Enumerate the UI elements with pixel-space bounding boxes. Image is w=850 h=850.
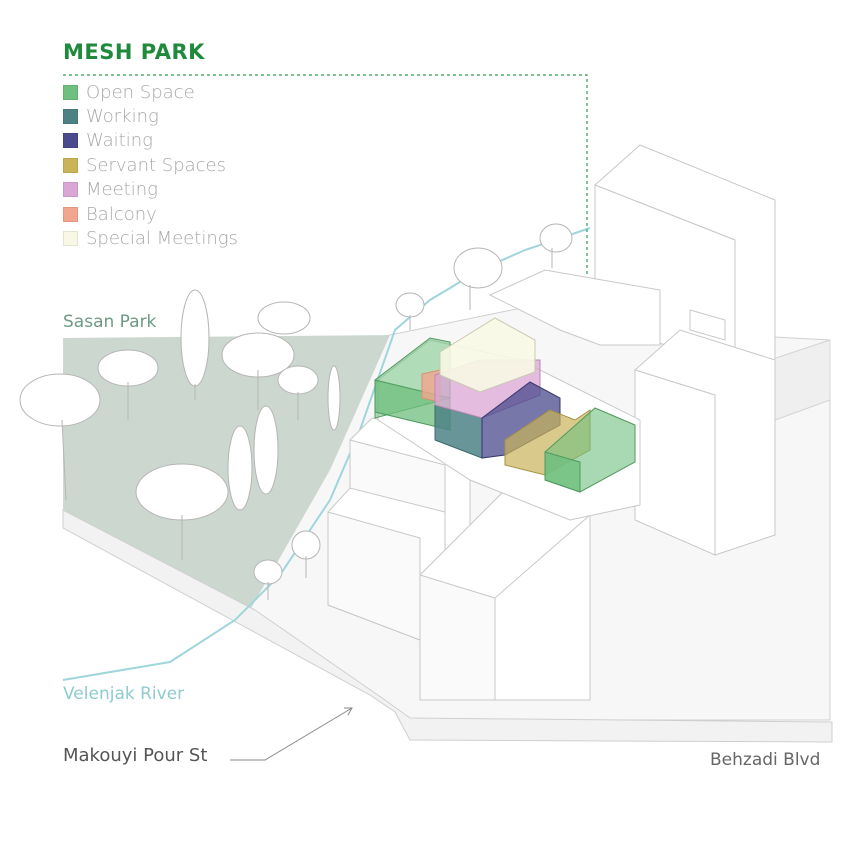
tree-icon [257,301,311,335]
diagram-title: MESH PARK [63,40,205,64]
tree-icon [227,425,253,511]
tree-icon [277,365,319,420]
legend-label: Servant Spaces [86,154,227,176]
title-leader-dashed-line [63,74,588,335]
legend-label: Meeting [86,179,158,201]
tree-icon [539,223,573,268]
legend-item: Special Meetings [63,226,238,250]
block-front-center [419,489,591,701]
legend-label: Open Space [86,81,195,103]
legend-item: Balcony [63,202,238,226]
legend-item: Meeting [63,178,238,202]
legend-swatch-balcony [63,206,78,222]
slab-right [634,329,776,556]
legend-swatch-open-space [63,84,78,100]
legend-label: Balcony [86,203,157,225]
makouyi-pour-street [62,509,833,743]
tree-icon [180,289,210,400]
legend-swatch-special-meetings [63,231,78,247]
tree-icon [221,332,295,410]
block-front-left-b [327,487,446,641]
trees [19,223,573,600]
tree-icon [253,405,279,495]
street-pointer-arrow [230,707,353,761]
tree-icon [395,292,425,330]
tree-icon [97,349,159,420]
sasan-park-label: Sasan Park [63,312,157,332]
tree-icon [19,373,101,501]
legend-label: Waiting [86,130,153,152]
program-volumes [374,317,636,493]
tree-icon [453,247,503,310]
legend-item: Servant Spaces [63,153,238,177]
tree-icon [327,365,341,431]
legend-label: Working [86,106,159,128]
back-block [488,269,726,346]
legend-label: Special Meetings [86,228,238,250]
tree-icon [253,559,283,600]
tree-icon [135,463,229,560]
legend-swatch-waiting [63,133,78,149]
legend-swatch-working [63,109,78,125]
legend-item: Waiting [63,129,238,153]
program-legend: Open Space Working Waiting Servant Space… [63,80,238,251]
volume-special-meetings [439,317,536,393]
legend-swatch-meeting [63,182,78,198]
sasan-park-area [63,335,390,610]
makouyi-pour-street-label: Makouyi Pour St [63,745,208,766]
legend-item: Open Space [63,80,238,104]
volume-open-space-right [544,407,636,493]
tree-icon [291,530,321,578]
legend-swatch-servant-spaces [63,157,78,173]
behzadi-boulevard-label: Behzadi Blvd [710,750,821,770]
velenjak-river-label: Velenjak River [63,684,185,704]
legend-item: Working [63,104,238,128]
